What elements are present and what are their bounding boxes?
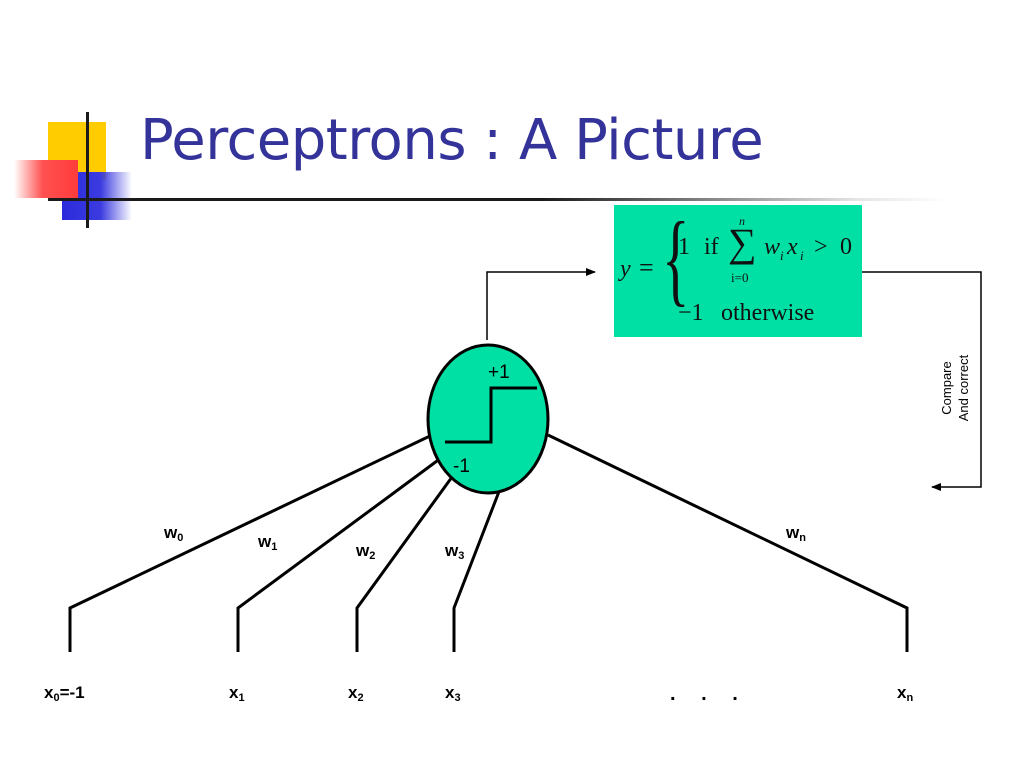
formula-otherwise: otherwise <box>721 300 815 326</box>
feedback-label-line1: Compare <box>939 361 954 415</box>
weight-label: w2 <box>356 541 376 562</box>
step-lower-label: -1 <box>453 456 470 477</box>
formula-comparison: > <box>814 234 828 260</box>
feedback-label-line2: And correct <box>956 354 971 422</box>
feedback-arrow <box>862 271 982 491</box>
formula-input: x <box>787 234 798 260</box>
input-label: x1 <box>229 683 245 704</box>
weight-label: wn <box>786 523 806 544</box>
formula-case1-value: 1 <box>678 234 690 260</box>
weight-label: w1 <box>258 532 278 553</box>
weight-label: w3 <box>445 541 465 562</box>
title-underline <box>48 198 948 201</box>
connection-w3 <box>452 488 502 652</box>
page-title: Perceptrons : A Picture <box>140 108 764 173</box>
connection-w2 <box>355 476 454 652</box>
formula-weight: w <box>764 234 781 260</box>
formula-threshold: 0 <box>840 234 852 260</box>
formula-if: if <box>704 234 719 260</box>
formula-equals: = <box>639 253 654 282</box>
formula-sum-upper: n <box>739 214 745 228</box>
activation-formula: y = { 1 if ∑ n i=0 w i x i > 0 −1 otherw… <box>614 205 862 337</box>
connection-w1 <box>236 456 442 652</box>
feedback-label: Compare And correct <box>938 328 978 448</box>
neuron-node <box>426 343 550 495</box>
input-label: x0=-1 <box>44 683 85 704</box>
weight-label: w0 <box>164 523 184 544</box>
input-label: xn <box>897 683 914 704</box>
input-label: x3 <box>445 683 461 704</box>
ellipsis: . . . <box>670 683 748 705</box>
formula-weight-index: i <box>780 248 784 263</box>
decor-vertical-line <box>86 112 89 228</box>
connection-w0 <box>68 433 433 652</box>
formula-brace: { <box>662 201 690 316</box>
formula-sum-lower: i=0 <box>731 270 749 285</box>
decor-red-bar <box>14 160 78 198</box>
connection-wn <box>547 433 909 652</box>
formula-sum-symbol: ∑ <box>728 220 757 265</box>
step-function-icon <box>445 386 537 444</box>
output-arrow <box>486 268 596 340</box>
step-upper-label: +1 <box>488 362 510 383</box>
input-label: x2 <box>348 683 364 704</box>
formula-output-symbol: y <box>620 256 631 282</box>
formula-case2-value: −1 <box>678 300 704 326</box>
formula-input-index: i <box>800 248 804 263</box>
